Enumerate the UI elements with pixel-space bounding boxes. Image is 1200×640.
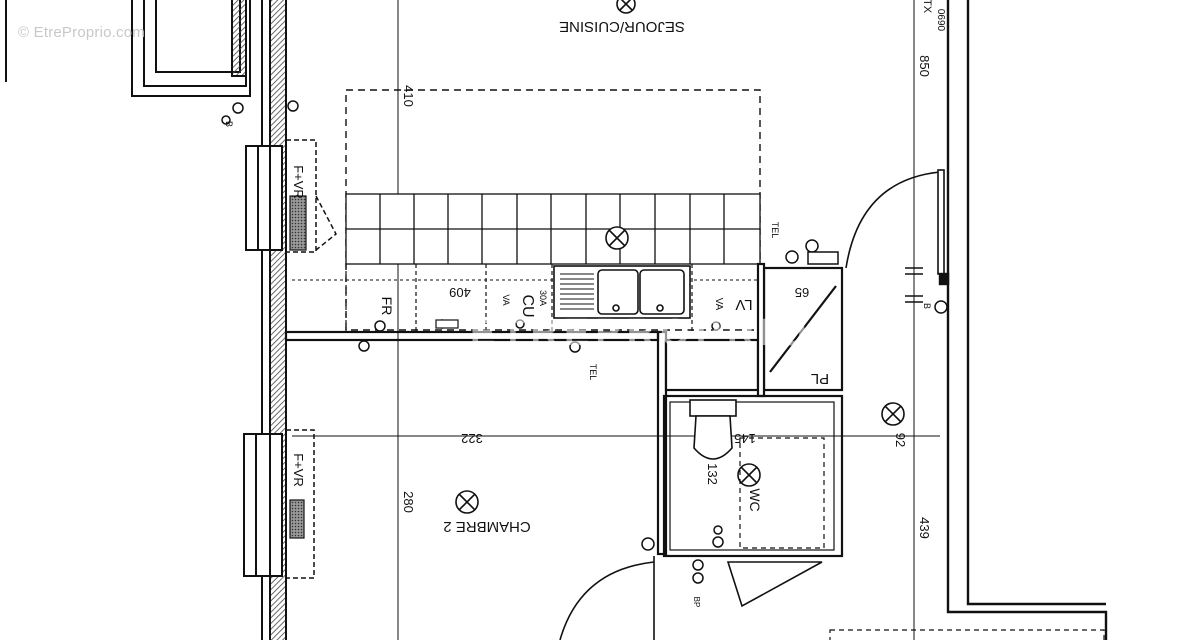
ceiling-light-kitchen [605, 226, 629, 250]
door-wc [726, 561, 823, 608]
dim-850: 850 [917, 55, 932, 77]
toilet [689, 399, 737, 460]
label-lv: LV [735, 296, 752, 313]
ceiling-light-chambre [455, 490, 479, 514]
balcony-block [131, 0, 251, 97]
label-b-facade: B [224, 121, 234, 127]
label-f-vr-lower: F+VR [291, 453, 306, 487]
dimension-ticks [905, 267, 923, 303]
door-chambre [559, 556, 655, 640]
shutter-box-upper [285, 139, 337, 253]
wc-room [662, 394, 844, 558]
label-f-vr-upper: F+VR [291, 165, 306, 199]
lower-right-dashed [829, 629, 1105, 640]
label-hp: 30A [538, 290, 548, 306]
dim-65: 65 [795, 285, 809, 300]
kitchen-outlet [435, 319, 459, 329]
dim-145: 145 [734, 431, 756, 446]
utility-block [664, 262, 844, 398]
label-chambre-2: CHAMBRE 2 [443, 518, 531, 535]
ceiling-light-top [616, 0, 636, 14]
switch-box [807, 251, 839, 265]
kitchen-cabinets [345, 264, 693, 332]
dim-132: 132 [705, 463, 720, 485]
facade-sockets [221, 100, 299, 125]
window-lower [243, 433, 283, 577]
label-b-entry: B [922, 303, 932, 309]
label-va: VA [501, 294, 511, 305]
label-tel-corridor: TEL [588, 364, 598, 381]
window-upper [245, 145, 283, 251]
radiator-upper [289, 195, 307, 251]
kitchen-sink [553, 265, 691, 319]
watermark-top: © EtreProprio.com [18, 24, 145, 41]
ceiling-light-entry [881, 402, 905, 426]
radiator-lower [289, 499, 305, 539]
dim-0690: 0690 [935, 9, 946, 32]
dim-410: 410 [401, 85, 416, 107]
dim-439: 439 [917, 517, 932, 539]
dim-280: 280 [401, 491, 416, 513]
wc-dashed-zone [739, 437, 825, 549]
dim-409: 409 [449, 285, 471, 300]
label-sejour-cuisine: SEJOUR/CUISINE [559, 18, 685, 35]
label-va2: VA [713, 298, 724, 311]
partition-walls [284, 330, 668, 556]
dim-92: 92 [893, 433, 908, 447]
watermark-center: ETREPROPRIO [470, 312, 813, 354]
door-entry [845, 169, 945, 275]
label-bp: BP [692, 597, 701, 608]
right-exterior-wall [938, 0, 1108, 640]
label-fr: FR [379, 297, 395, 316]
ceiling-light-wc [737, 463, 761, 487]
label-pl: PL [811, 370, 829, 387]
label-cu: CU [519, 294, 536, 317]
dim-322: 322 [461, 431, 483, 446]
kitchen-worktop [345, 193, 761, 265]
label-wc: WC [747, 488, 763, 511]
label-tx: TX [921, 0, 933, 14]
label-tel-kitchen: TEL [770, 222, 780, 239]
